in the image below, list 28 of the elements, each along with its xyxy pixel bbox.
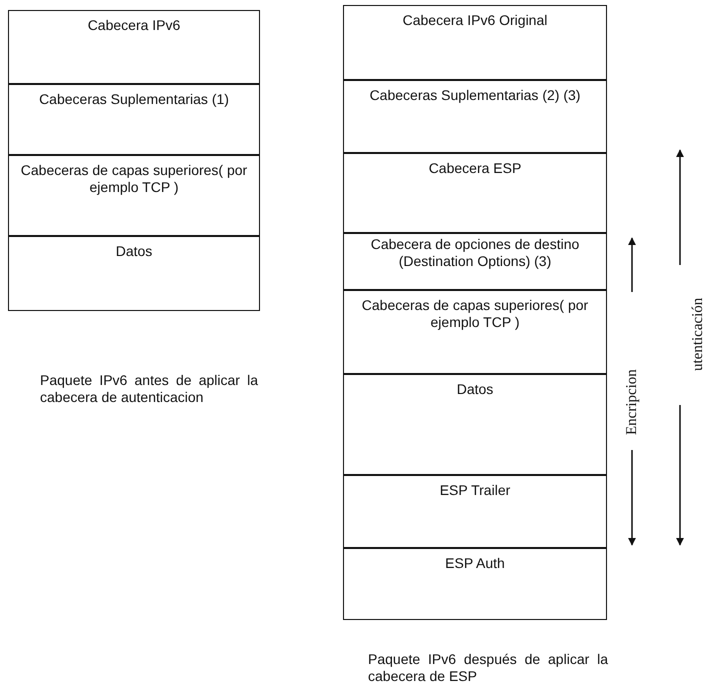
packet-field-box [343, 374, 607, 475]
field-label: Cabecera IPv6 Original [402, 12, 548, 29]
packet-field-box [343, 233, 607, 290]
packet-field-box [343, 290, 607, 374]
range-label: Encripcion [624, 368, 641, 438]
field-label: Cabeceras de capas superiores( por ejemplo TCP ) [360, 297, 590, 331]
field-label: Cabecera ESP [428, 160, 522, 177]
field-label: ESP Trailer [440, 482, 510, 499]
packet-field-box [8, 10, 260, 84]
field-label: Datos [116, 243, 152, 260]
field-label: Cabeceras Suplementarias (1) [39, 91, 229, 108]
field-label: Cabecera IPv6 [88, 17, 180, 34]
packet-field-box [343, 548, 607, 620]
packet-field-box [343, 80, 607, 153]
field-label: Cabecera de opciones de destino (Destination Options) (3) [370, 236, 580, 270]
packet-field-box [8, 84, 260, 155]
field-label: Cabeceras Suplementarias (2) (3) [370, 87, 580, 104]
packet-field-box [343, 5, 607, 80]
packet-field-box [343, 475, 607, 548]
caption: Paquete IPv6 antes de aplicar la cabecera de autenticacion [40, 372, 258, 406]
field-label: Datos [456, 381, 494, 398]
packet-field-box [8, 155, 260, 236]
caption: Paquete IPv6 después de aplicar la cabecera de ESP [368, 651, 608, 685]
field-label: ESP Auth [445, 555, 505, 572]
packet-field-box [343, 153, 607, 233]
range-label: utenticación [690, 296, 707, 373]
packet-field-box [8, 236, 260, 311]
field-label: Cabeceras de capas superiores( por ejemplo TCP ) [20, 162, 248, 196]
